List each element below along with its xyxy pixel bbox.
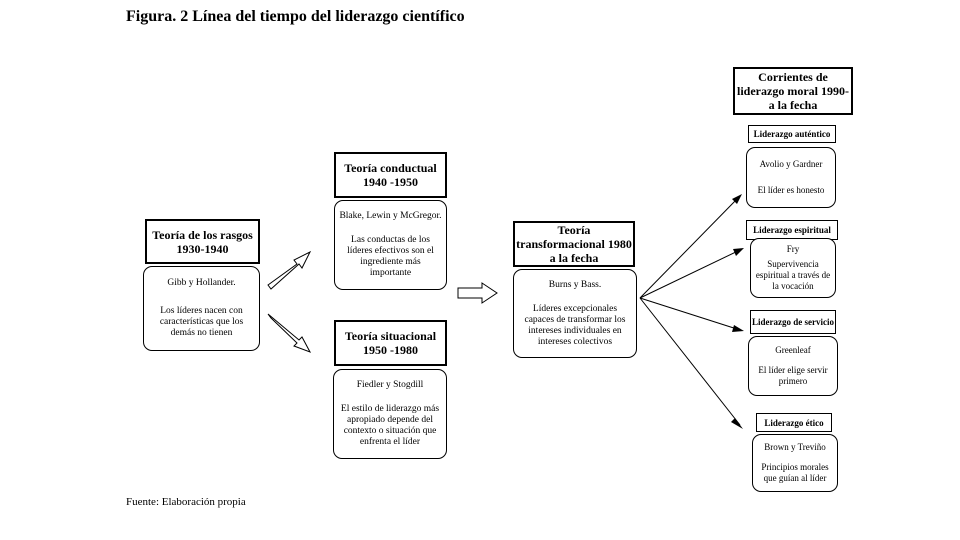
espiritual-tag: Liderazgo espiritual [746, 220, 838, 240]
source-note: Fuente: Elaboración propia [126, 496, 246, 508]
servicio-desc: El líder elige servir primero [758, 365, 828, 387]
rasgos-title: Teoría de los rasgos 1930-1940 [152, 227, 253, 256]
rasgos-detail-box: Gibb y Hollander. Los líderes nacen con … [143, 266, 260, 351]
moral-title-box: Corrientes de liderazgo moral 1990-a la … [733, 67, 853, 115]
servicio-detail-box: Greenleaf El líder elige servir primero [748, 336, 838, 396]
situacional-detail-box: Fiedler y Stogdill El estilo de liderazg… [333, 369, 447, 459]
rasgos-desc: Los líderes nacen con características qu… [159, 305, 244, 338]
etico-tag-label: Liderazgo ético [764, 417, 824, 428]
autentico-desc: El líder es honesto [757, 185, 825, 196]
moral-title: Corrientes de liderazgo moral 1990-a la … [737, 70, 849, 112]
line-to-espiritual [639, 249, 741, 299]
espiritual-detail-box: Fry Supervivencia espiritual a través de… [750, 238, 836, 298]
transformacional-desc: Líderes excepcionales capaces de transfo… [524, 303, 626, 347]
transformacional-title: Teoría transformacional 1980 a la fecha [516, 223, 632, 265]
arrow-to-conductual [267, 250, 312, 290]
conductual-detail-box: Blake, Lewin y McGregor. Las conductas d… [334, 200, 447, 290]
arrow-to-situacional [267, 313, 312, 353]
figure-title: Figura. 2 Línea del tiempo del liderazgo… [126, 8, 465, 25]
situacional-authors: Fiedler y Stogdill [356, 379, 424, 390]
conductual-title: Teoría conductual 1940 -1950 [344, 161, 437, 189]
etico-authors: Brown y Treviño [764, 442, 826, 453]
etico-desc: Principios morales que guían al líder [761, 461, 829, 483]
line-to-servicio [639, 297, 741, 331]
servicio-authors: Greenleaf [775, 344, 811, 355]
autentico-tag-label: Liderazgo auténtico [753, 129, 831, 139]
line-to-autentico [639, 197, 739, 299]
etico-detail-box: Brown y Treviño Principios morales que g… [752, 434, 838, 492]
espiritual-authors: Fry [786, 244, 800, 254]
arrowhead-etico [731, 418, 743, 429]
servicio-tag: Liderazgo de servicio [750, 310, 836, 334]
arrowhead-autentico [732, 194, 742, 204]
rasgos-authors: Gibb y Hollander. [167, 278, 236, 289]
arrowhead-servicio [732, 325, 744, 332]
transformacional-authors: Burns y Bass. [548, 279, 602, 290]
espiritual-tag-label: Liderazgo espiritual [753, 225, 831, 235]
autentico-detail-box: Avolio y Gardner El líder es honesto [746, 147, 836, 208]
arrowhead-espiritual [733, 248, 744, 256]
conductual-desc: Las conductas de los líderes efectivos s… [347, 235, 434, 279]
transformacional-title-box: Teoría transformacional 1980 a la fecha [513, 221, 635, 267]
autentico-tag: Liderazgo auténtico [748, 125, 836, 143]
situacional-title-box: Teoría situacional 1950 -1980 [334, 320, 447, 366]
line-to-etico [639, 297, 741, 426]
situacional-title: Teoría situacional 1950 -1980 [344, 329, 437, 357]
transformacional-detail-box: Burns y Bass. Líderes excepcionales capa… [513, 269, 637, 358]
situacional-desc: El estilo de liderazgo más apropiado dep… [340, 404, 440, 448]
arrow-to-transformacional [457, 282, 498, 304]
autentico-authors: Avolio y Gardner [759, 158, 823, 169]
espiritual-desc: Supervivencia espiritual a través de la … [755, 259, 831, 291]
etico-tag: Liderazgo ético [756, 413, 832, 432]
rasgos-title-box: Teoría de los rasgos 1930-1940 [145, 219, 260, 264]
conductual-authors: Blake, Lewin y McGregor. [339, 210, 442, 221]
conductual-title-box: Teoría conductual 1940 -1950 [334, 152, 447, 198]
servicio-tag-label: Liderazgo de servicio [752, 317, 834, 327]
